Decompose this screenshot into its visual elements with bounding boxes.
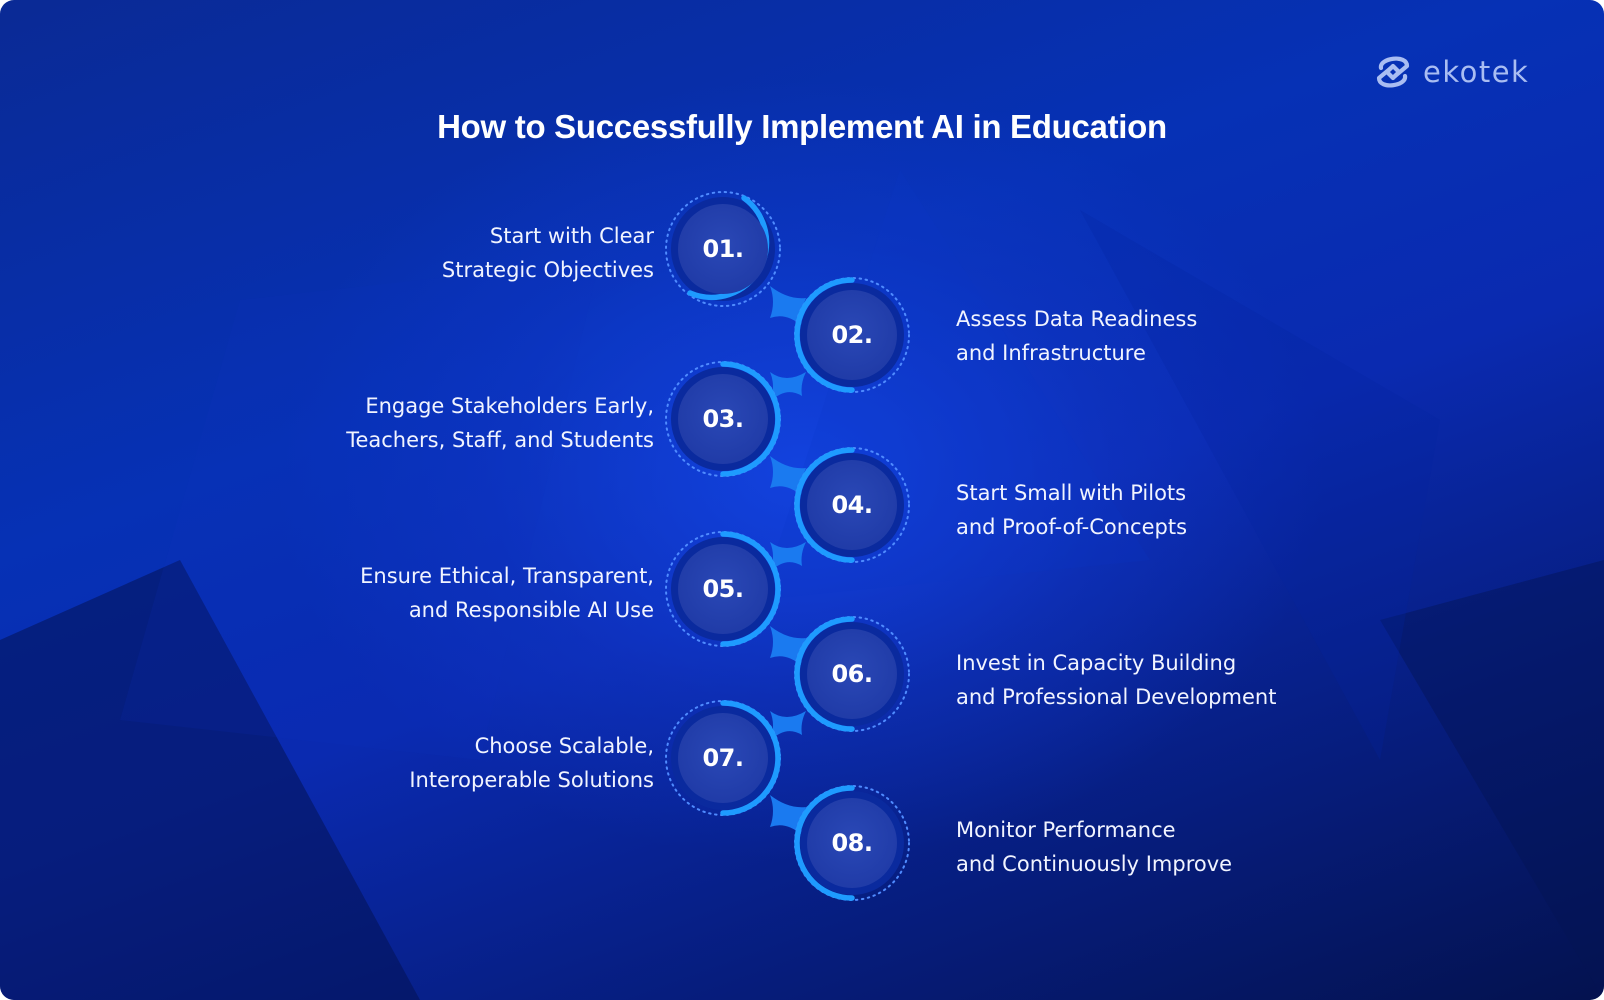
step-label-line1: Assess Data Readiness xyxy=(956,307,1198,331)
step-label-line2: and Responsible AI Use xyxy=(408,598,654,622)
step-label-line2: and Infrastructure xyxy=(956,341,1146,365)
step-label-line2: and Proof-of-Concepts xyxy=(956,515,1188,539)
step-label-04: Start Small with Pilots and Proof-of-Con… xyxy=(956,476,1187,544)
step-label-line1: Monitor Performance xyxy=(956,818,1176,842)
step-circle-02 xyxy=(794,277,910,393)
step-circle-03 xyxy=(665,361,781,477)
step-circle-06 xyxy=(794,616,910,732)
step-label-05: Ensure Ethical, Transparent, and Respons… xyxy=(360,559,654,627)
step-label-line2: and Continuously Improve xyxy=(956,852,1233,876)
step-label-07: Choose Scalable, Interoperable Solutions xyxy=(409,729,654,797)
step-label-line1: Engage Stakeholders Early, xyxy=(365,394,654,418)
step-label-line1: Start Small with Pilots xyxy=(956,481,1187,505)
step-label-02: Assess Data Readiness and Infrastructure xyxy=(956,302,1197,370)
step-label-08: Monitor Performance and Continuously Imp… xyxy=(956,813,1232,881)
step-circle-04 xyxy=(794,447,910,563)
step-label-06: Invest in Capacity Building and Professi… xyxy=(956,646,1276,714)
step-label-line2: Teachers, Staff, and Students xyxy=(346,428,654,452)
step-circle-01 xyxy=(665,191,781,307)
step-number-05: 05. xyxy=(702,575,744,603)
step-label-line1: Choose Scalable, xyxy=(474,734,654,758)
brand-name: ekotek xyxy=(1423,55,1530,89)
step-circle-08 xyxy=(794,785,910,901)
step-number-06: 06. xyxy=(831,660,873,688)
step-label-line2: and Professional Development xyxy=(956,685,1277,709)
step-label-line2: Interoperable Solutions xyxy=(409,768,654,792)
step-number-03: 03. xyxy=(702,405,744,433)
step-circle-07 xyxy=(665,700,781,816)
step-label-01: Start with Clear Strategic Objectives xyxy=(442,219,654,287)
step-number-04: 04. xyxy=(831,491,873,519)
step-number-08: 08. xyxy=(831,829,873,857)
page-title: How to Successfully Implement AI in Educ… xyxy=(437,108,1167,145)
step-circle-05 xyxy=(665,531,781,647)
step-number-07: 07. xyxy=(702,744,744,772)
step-number-01: 01. xyxy=(702,235,744,263)
step-label-line1: Invest in Capacity Building xyxy=(956,651,1237,675)
step-label-line1: Start with Clear xyxy=(489,224,654,248)
ekotek-logo-icon xyxy=(1376,56,1410,88)
step-label-line2: Strategic Objectives xyxy=(441,258,654,282)
brand-logo: ekotek xyxy=(1373,52,1529,92)
step-number-02: 02. xyxy=(831,321,873,349)
step-label-03: Engage Stakeholders Early, Teachers, Sta… xyxy=(346,389,654,457)
step-label-line1: Ensure Ethical, Transparent, xyxy=(360,564,654,588)
